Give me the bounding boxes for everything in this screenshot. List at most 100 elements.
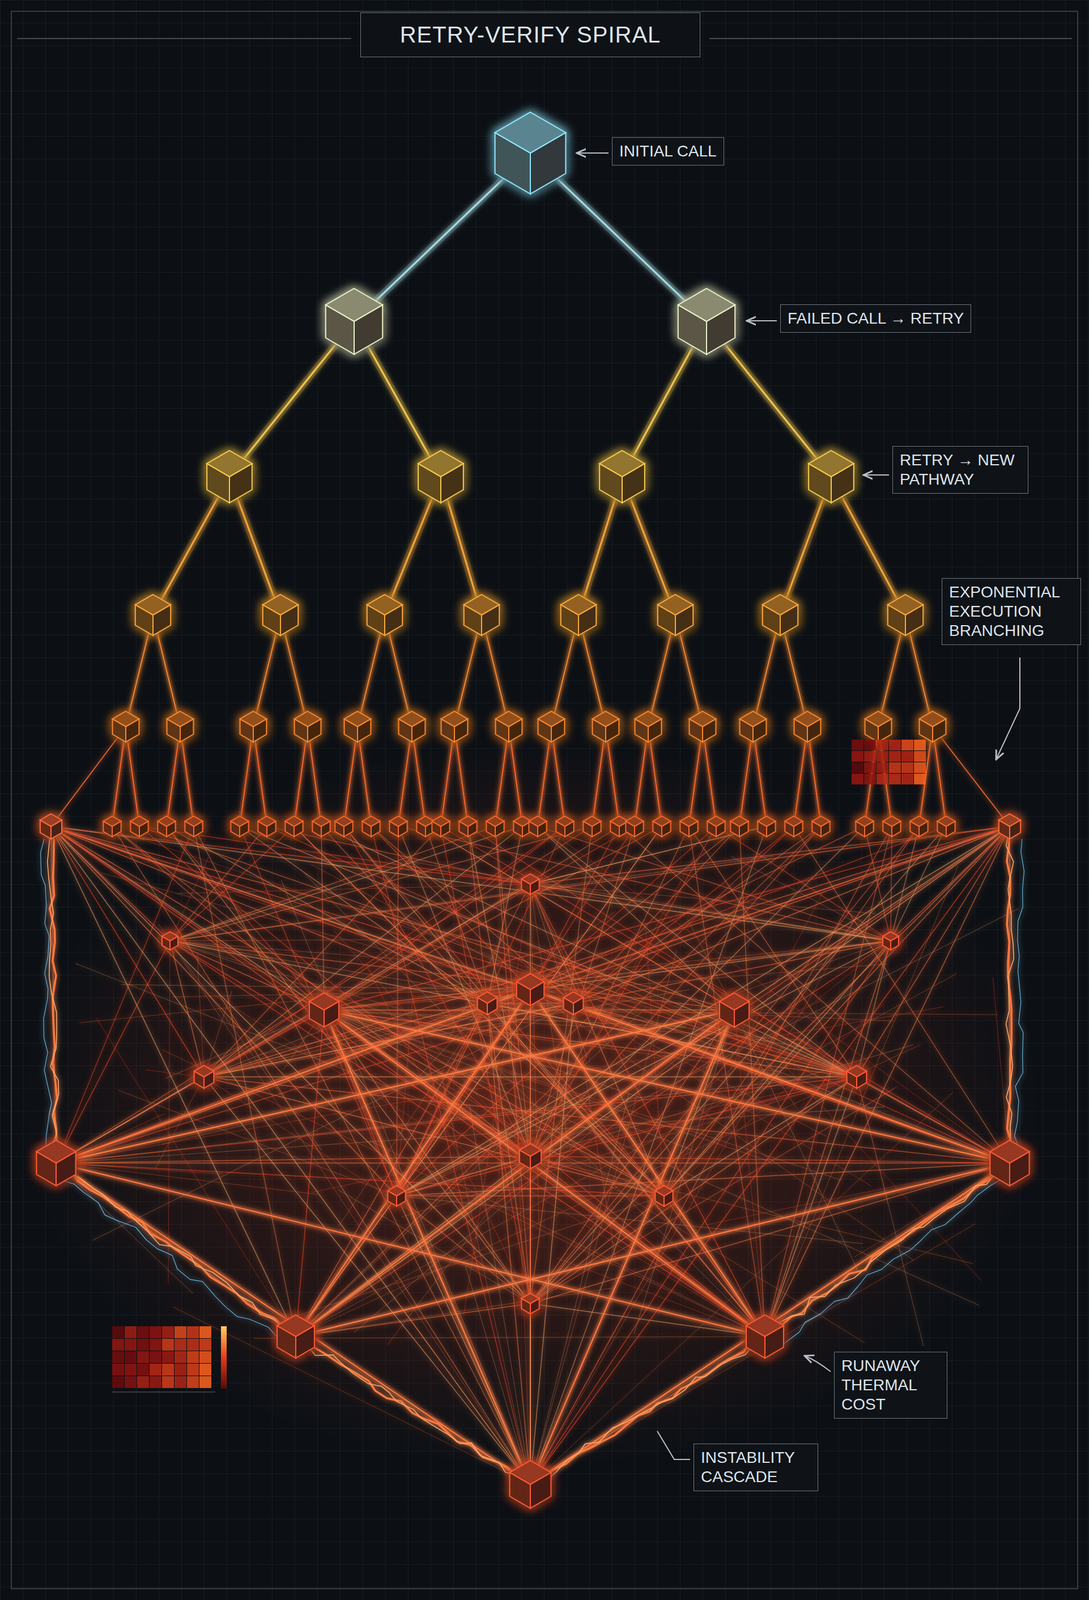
heatmap-cell [149, 1350, 162, 1363]
cube-face [371, 820, 381, 837]
cube-base [387, 1185, 406, 1206]
heatmap-cell [851, 739, 864, 751]
cube-base [730, 815, 748, 837]
cube-face [458, 820, 469, 837]
link-line [56, 1162, 193, 1293]
tree-lines [50, 152, 1010, 827]
cube-base [184, 815, 203, 837]
cube-face [864, 820, 874, 837]
cube-face [882, 936, 891, 950]
cube-base [757, 815, 776, 837]
link-line [793, 726, 808, 827]
axis-line [112, 1391, 216, 1393]
cube-face [519, 1149, 531, 1169]
cube-face [464, 604, 482, 636]
link-line [311, 864, 574, 1003]
cube-face [794, 719, 808, 743]
energy-edge [47, 826, 1015, 1484]
link-line [152, 476, 230, 615]
cube-face [130, 820, 140, 837]
callout-box: FAILED CALL → RETRY [780, 304, 972, 333]
cube-face [784, 820, 794, 837]
cube-base [739, 711, 767, 742]
link-line [551, 726, 565, 827]
cube-base [555, 815, 574, 837]
heatmap-cell [864, 750, 876, 762]
link-line [239, 726, 254, 827]
cube-face [882, 820, 892, 837]
link-line [295, 1162, 1010, 1337]
cube-base [40, 813, 62, 839]
link-line [50, 826, 531, 1304]
cube-base [528, 815, 547, 837]
cube-base [516, 973, 544, 1006]
cube-base [362, 815, 380, 837]
link-line [440, 726, 455, 827]
link-line [295, 1162, 1010, 1337]
link-line [253, 726, 267, 827]
cube-base [284, 815, 303, 837]
link-line [648, 726, 662, 827]
link-line [537, 726, 552, 827]
heatmap-cell [137, 1375, 150, 1388]
link-line [807, 726, 821, 827]
callout-box: INITIAL CALL [611, 137, 725, 166]
cube-base [919, 711, 947, 742]
cube-face [762, 604, 781, 636]
link-line [177, 883, 531, 893]
heatmap-cell [913, 773, 926, 785]
link-line [688, 726, 703, 827]
link-line [864, 726, 879, 827]
link-line [529, 1155, 531, 1484]
link-line [50, 826, 204, 1077]
cube-face [440, 820, 450, 837]
heatmap-cell [174, 1363, 187, 1376]
cube-face [625, 820, 635, 837]
cube-face [166, 820, 176, 837]
cube-face [635, 719, 649, 743]
link-line [739, 726, 754, 827]
heatmap-cell [888, 762, 901, 773]
cube-base [495, 711, 523, 742]
heatmap-cell [149, 1325, 162, 1338]
link-line [530, 908, 1019, 1156]
link-line [495, 726, 509, 827]
cube-face [807, 719, 821, 743]
cube-base [654, 1185, 673, 1206]
link-line [324, 826, 565, 1010]
link-line [324, 1009, 765, 1337]
cube-face [56, 1151, 76, 1186]
cube-face [354, 304, 383, 355]
link-line [294, 726, 308, 827]
heatmap-cell [888, 773, 901, 785]
heatmap-cell [876, 762, 889, 773]
heatmap-cell [112, 1375, 125, 1388]
heatmap-cell [186, 1363, 199, 1376]
cube-face [495, 820, 505, 837]
callout-box: INSTABILITY CASCADE [693, 1443, 819, 1491]
cube-face [932, 719, 946, 743]
cube-face [40, 819, 51, 839]
heatmap-cell [124, 1350, 137, 1363]
cube-face [325, 304, 355, 355]
link-line [706, 321, 832, 477]
link-line [530, 826, 620, 990]
cube-face [530, 132, 566, 194]
cube-face [334, 820, 344, 837]
link-line [396, 826, 399, 1196]
link-line [734, 1009, 859, 1273]
callout-text: FAILED CALL → RETRY [787, 308, 964, 329]
cube-base [477, 991, 498, 1015]
link-line [169, 939, 427, 941]
cube-base [521, 1292, 539, 1314]
cube-face [706, 304, 735, 355]
link-line [295, 989, 531, 1337]
cube-face [307, 719, 321, 743]
link-line [343, 726, 358, 827]
cube-base [678, 288, 735, 355]
heatmap-cell [199, 1375, 212, 1388]
link-line [56, 826, 947, 1163]
colorbar [220, 1325, 227, 1389]
heatmap-cell [851, 773, 864, 785]
cube-face [418, 463, 441, 503]
